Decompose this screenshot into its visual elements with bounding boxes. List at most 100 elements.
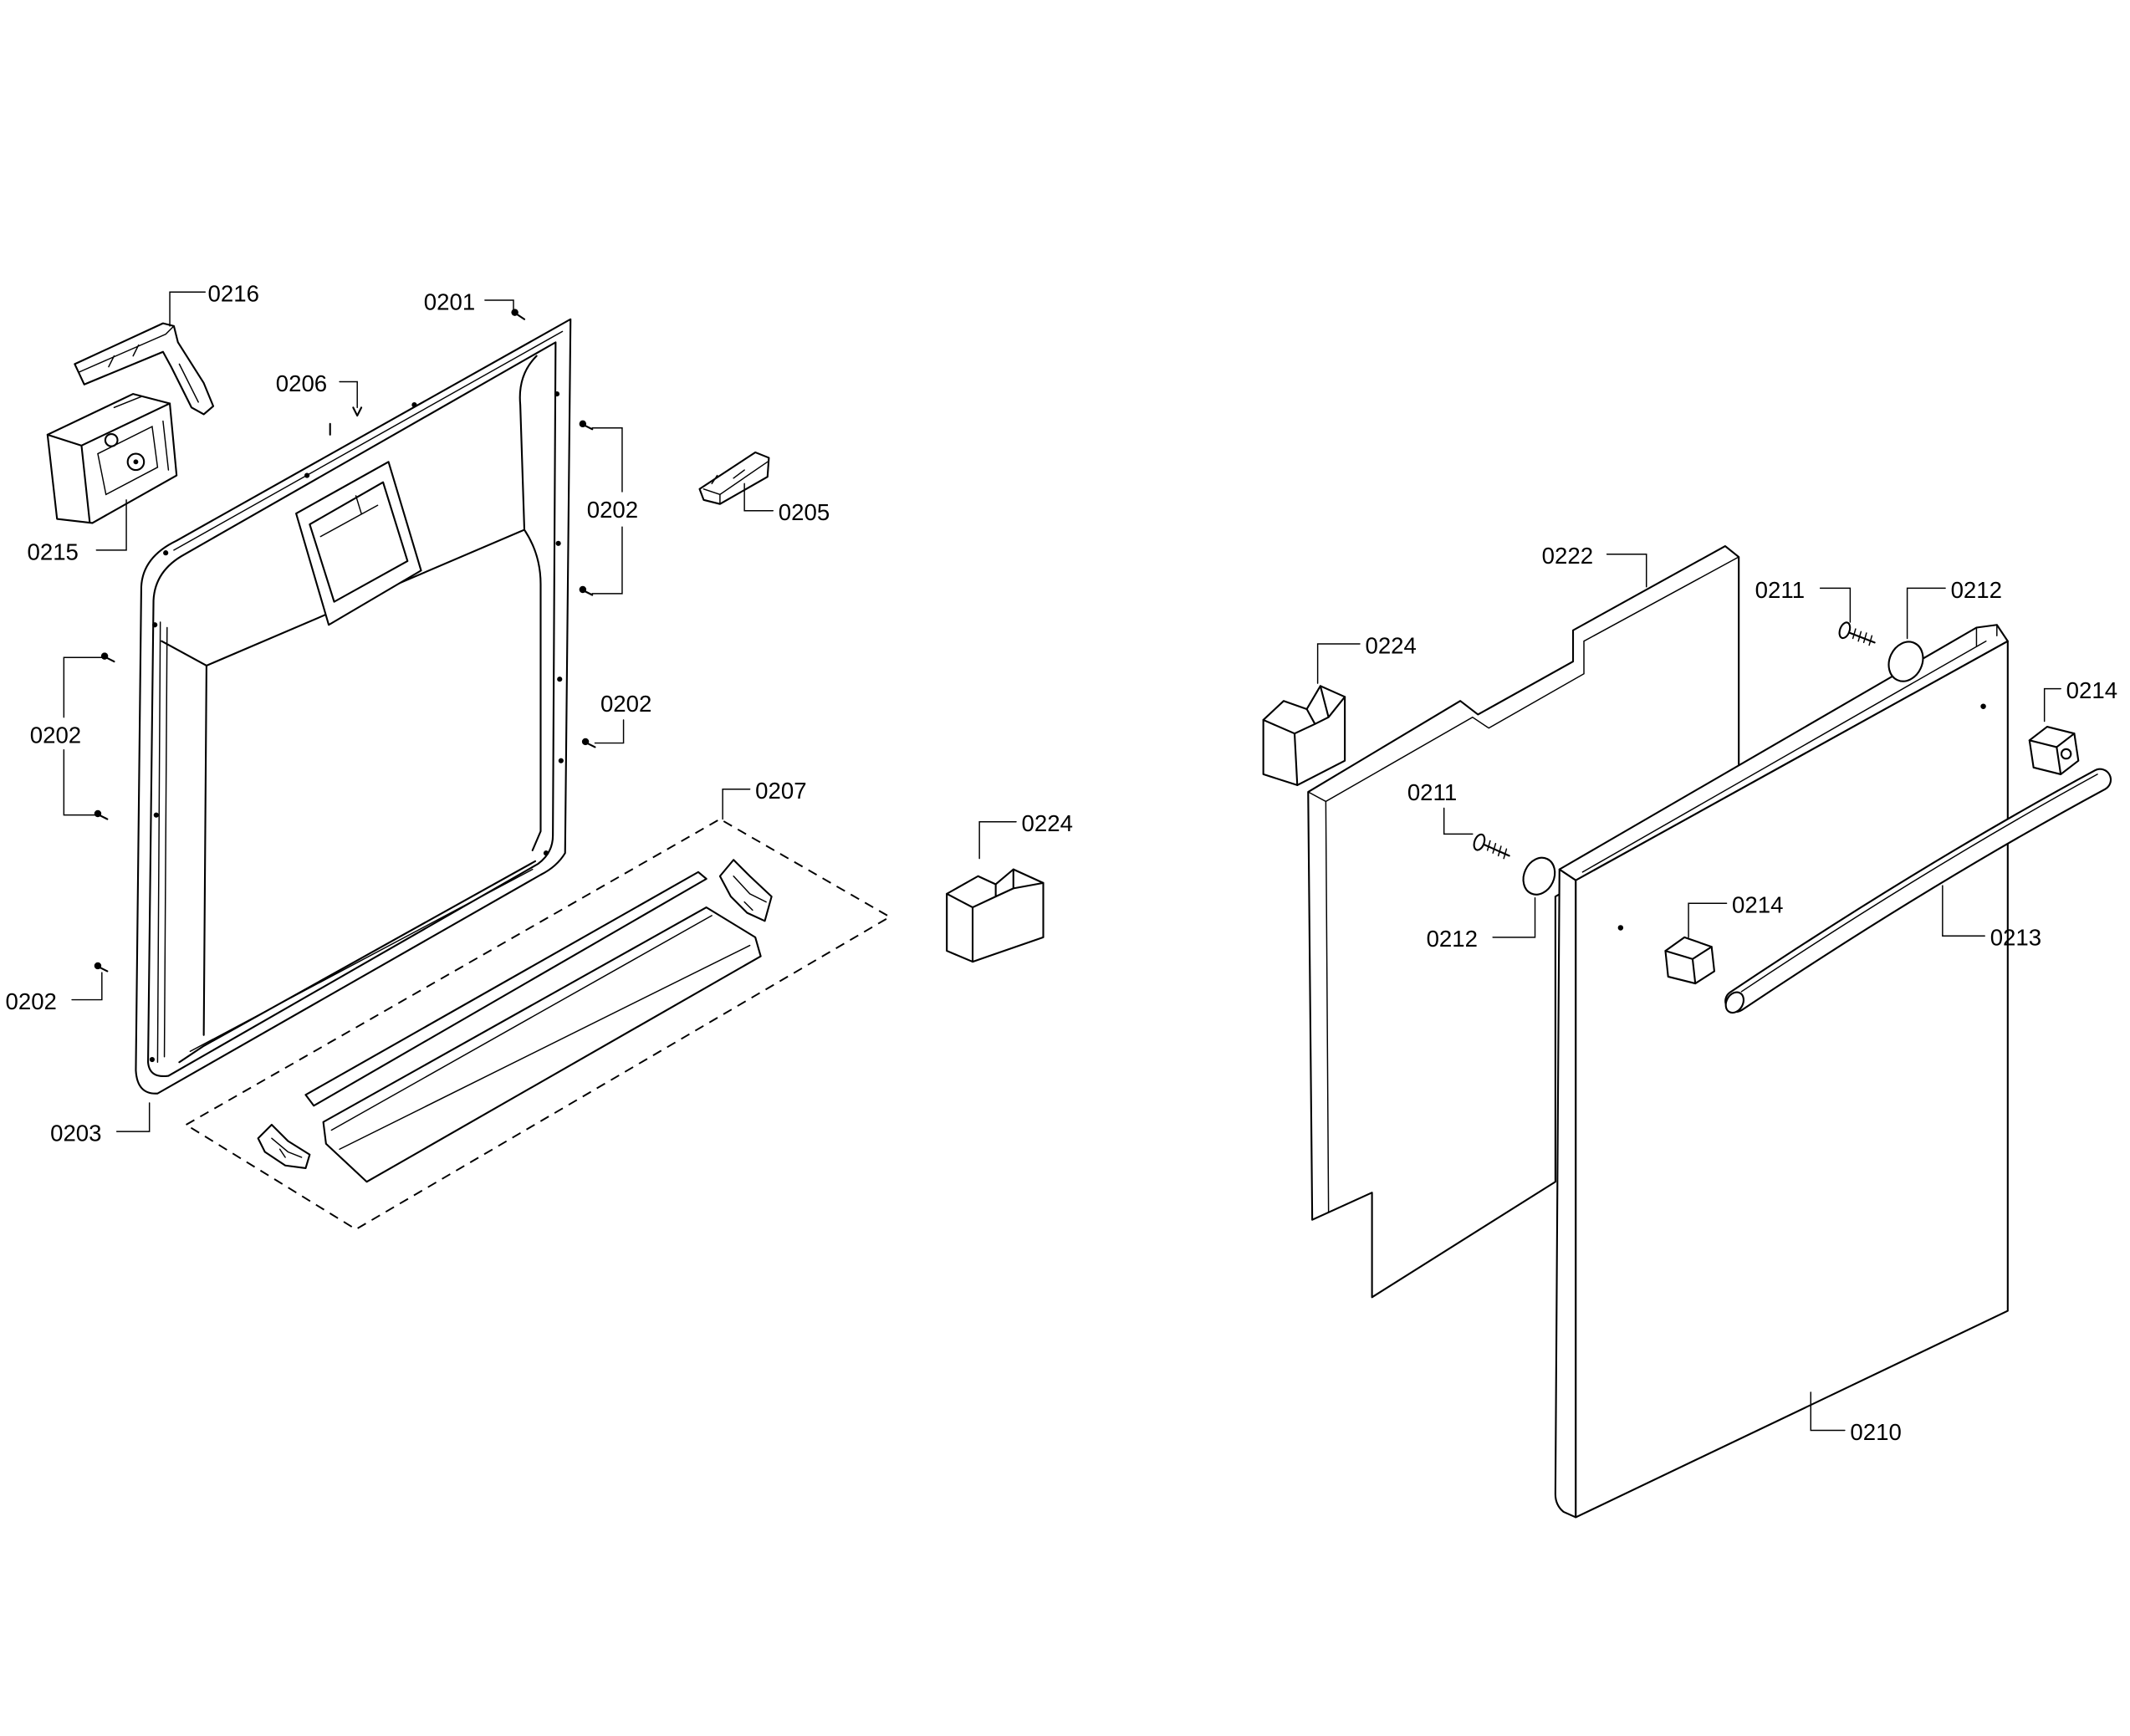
frame-rivet bbox=[149, 1056, 156, 1063]
door-inner-frame bbox=[135, 318, 572, 1095]
leader-line bbox=[1810, 1391, 1846, 1432]
corner-block-left bbox=[946, 868, 1045, 963]
handle-mount-body bbox=[1664, 936, 1716, 985]
front-panel-flange-line bbox=[1581, 624, 1998, 873]
callout-label: 0210 bbox=[1850, 1419, 1901, 1445]
frame-rivet bbox=[153, 812, 159, 818]
callout-label: 0211 bbox=[1407, 779, 1457, 805]
callout-label: 0202 bbox=[587, 497, 638, 523]
callout-label: 0201 bbox=[424, 288, 475, 314]
inner-panel-body bbox=[1307, 544, 1740, 1299]
leader-lines-right bbox=[1316, 554, 2061, 1432]
frame-rim bbox=[146, 341, 557, 1078]
lower-kit bbox=[184, 818, 891, 1231]
front-panel-hole bbox=[1617, 925, 1624, 931]
leader-line bbox=[722, 789, 751, 820]
callout-label: 0224 bbox=[1365, 632, 1416, 658]
screw-thread bbox=[1486, 840, 1508, 860]
dispenser-knob-center bbox=[133, 459, 139, 465]
handle-bar bbox=[1724, 768, 2112, 1014]
leader-bracket bbox=[63, 656, 103, 816]
screw-head bbox=[511, 309, 518, 316]
kit-channel-edge bbox=[330, 915, 751, 1150]
callout-label: 0222 bbox=[1542, 543, 1593, 569]
handle-mount-lower bbox=[1664, 936, 1716, 985]
screw-lower bbox=[1473, 833, 1510, 860]
frame-rivet bbox=[554, 391, 560, 397]
frame-outline bbox=[135, 318, 572, 1095]
front-door-panel bbox=[1554, 624, 2009, 1519]
frame-rivet bbox=[163, 550, 169, 556]
leader-lines-left bbox=[63, 291, 1017, 1132]
leader-line bbox=[115, 1102, 151, 1132]
callout-label: 0224 bbox=[1022, 810, 1073, 836]
leader-line bbox=[2043, 687, 2061, 722]
callout-label: 0206 bbox=[276, 370, 327, 396]
leader-line bbox=[1942, 885, 1985, 937]
frame-rivet bbox=[555, 540, 561, 546]
hinge-piece bbox=[698, 451, 770, 505]
disc-lower bbox=[1522, 856, 1556, 896]
inner-panel bbox=[1307, 544, 1740, 1299]
screw bbox=[515, 313, 526, 320]
handle-mount-edges bbox=[1664, 946, 1713, 985]
dispenser-front-edge bbox=[46, 402, 171, 523]
screw-head bbox=[1838, 621, 1852, 640]
screws-left bbox=[94, 309, 596, 973]
leader-line bbox=[1316, 643, 1361, 684]
leader-line bbox=[743, 483, 774, 512]
callout-label: 0212 bbox=[1427, 926, 1478, 952]
screw-head bbox=[579, 420, 587, 428]
kit-bracket-right-detail bbox=[733, 876, 767, 911]
dispenser-housing bbox=[46, 393, 178, 524]
frame-rivet bbox=[543, 850, 549, 856]
screw-head bbox=[1473, 833, 1486, 851]
screw-head bbox=[579, 585, 587, 594]
top-bracket-body bbox=[74, 322, 215, 416]
frame-rivet bbox=[152, 622, 158, 628]
frame-recess-right bbox=[523, 528, 542, 851]
callout-label: 0211 bbox=[1755, 577, 1805, 603]
frame-recess-left bbox=[202, 664, 207, 1036]
screw-head bbox=[94, 809, 102, 818]
handle-mount-body bbox=[2028, 726, 2080, 775]
dispenser-unit bbox=[46, 393, 178, 524]
handle-bar-end-cap bbox=[1724, 991, 1745, 1014]
handle-mount-hole bbox=[2060, 748, 2072, 760]
leader-line bbox=[169, 291, 207, 327]
handle-mount-edges bbox=[2028, 733, 2076, 775]
leader-line bbox=[484, 299, 514, 311]
pin-tip bbox=[352, 406, 363, 417]
kit-bracket-right bbox=[718, 859, 773, 922]
frame-rivet bbox=[557, 677, 563, 682]
top-bracket-edge bbox=[78, 325, 199, 403]
kit-bracket-left bbox=[257, 1123, 311, 1170]
callout-label: 0202 bbox=[5, 988, 56, 1014]
corner-block-edges bbox=[1262, 685, 1346, 786]
screw-upper bbox=[1838, 621, 1876, 646]
leader-line bbox=[1606, 554, 1647, 588]
frame-rivet bbox=[411, 402, 417, 408]
frame-left-seal-inner bbox=[163, 626, 168, 1058]
callout-label: 0207 bbox=[755, 778, 806, 804]
leader-line bbox=[1443, 807, 1474, 835]
kit-rod bbox=[304, 871, 707, 1107]
corner-block-body bbox=[1262, 685, 1346, 786]
frame-bottom-strip bbox=[178, 860, 537, 1064]
callout-label: 0202 bbox=[600, 691, 651, 717]
hinge-piece-detail bbox=[702, 461, 769, 505]
leader-bracket bbox=[591, 426, 623, 595]
kit-bracket-left-detail bbox=[271, 1137, 303, 1158]
handle-bar-highlight bbox=[1740, 774, 2098, 993]
callout-label: 0212 bbox=[1951, 577, 2002, 603]
corner-block-right bbox=[1262, 685, 1346, 786]
callout-label: 0214 bbox=[1732, 892, 1783, 918]
callout-label: 0215 bbox=[27, 539, 78, 564]
kit-channel bbox=[322, 906, 762, 1183]
front-panel-hole bbox=[1980, 703, 1986, 709]
frame-recess-top bbox=[161, 355, 538, 667]
callout-label: 0216 bbox=[208, 281, 259, 307]
inner-panel-side-edge bbox=[1325, 800, 1330, 1213]
front-panel-side bbox=[1554, 868, 1577, 1519]
